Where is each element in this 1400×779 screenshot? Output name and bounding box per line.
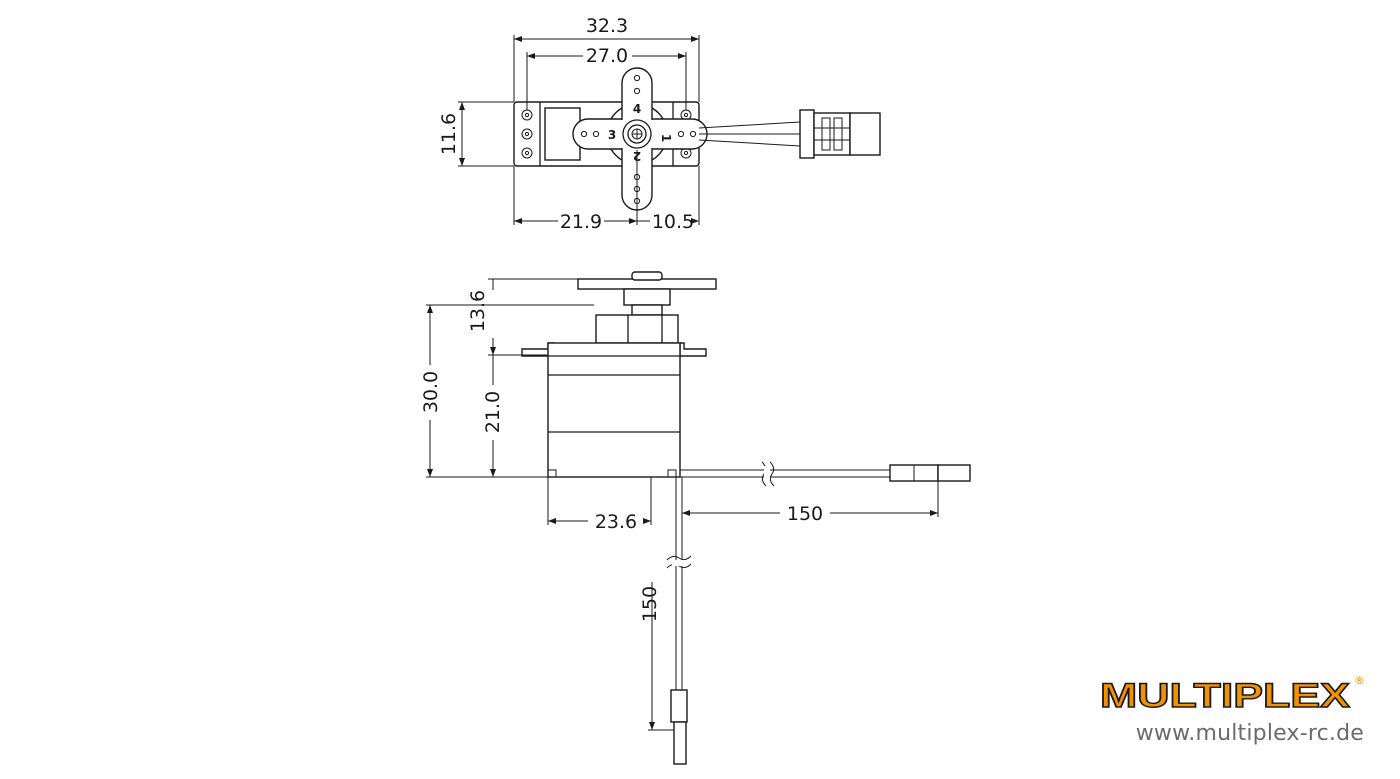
side-cable-vertical <box>666 477 692 765</box>
side-view: 13.6 30.0 21.0 23.6 150 150 <box>420 271 971 765</box>
servo-horn: 4 3 1 2 <box>572 67 708 211</box>
horn-number-1: 1 <box>659 134 673 142</box>
svg-text:MULTIPLEX: MULTIPLEX <box>1100 677 1350 715</box>
top-cable-connector <box>698 109 881 159</box>
dim-23-6: 23.6 <box>595 511 637 533</box>
dim-13-6: 13.6 <box>467 290 489 332</box>
dim-10-5: 10.5 <box>652 211 694 233</box>
horn-number-3: 3 <box>608 128 616 142</box>
side-gear-tower <box>595 314 679 344</box>
dim-30-0: 30.0 <box>420 371 442 413</box>
brand-block: MULTIPLEX ® www.multiplex-rc.de <box>1096 671 1364 746</box>
svg-text:®: ® <box>1354 674 1364 687</box>
top-view: 4 3 1 2 <box>438 15 881 233</box>
side-dimensions: 13.6 30.0 21.0 23.6 150 150 <box>420 278 939 731</box>
side-cable-horizontal <box>680 461 971 487</box>
dim-11-6: 11.6 <box>438 113 460 155</box>
multiplex-logo: MULTIPLEX ® <box>1099 674 1364 716</box>
side-servo-case <box>547 342 681 478</box>
dim-150-horizontal: 150 <box>787 503 823 525</box>
dim-150-vertical: 150 <box>639 586 661 622</box>
horn-number-4: 4 <box>633 102 641 116</box>
dim-27-0: 27.0 <box>586 45 628 67</box>
brand-url: www.multiplex-rc.de <box>1135 721 1364 746</box>
dim-21-0: 21.0 <box>482 391 504 433</box>
dim-32-3: 32.3 <box>586 15 628 37</box>
top-dimensions: 32.3 27.0 11.6 21.9 10.5 <box>438 15 700 233</box>
dim-21-9: 21.9 <box>560 211 602 233</box>
